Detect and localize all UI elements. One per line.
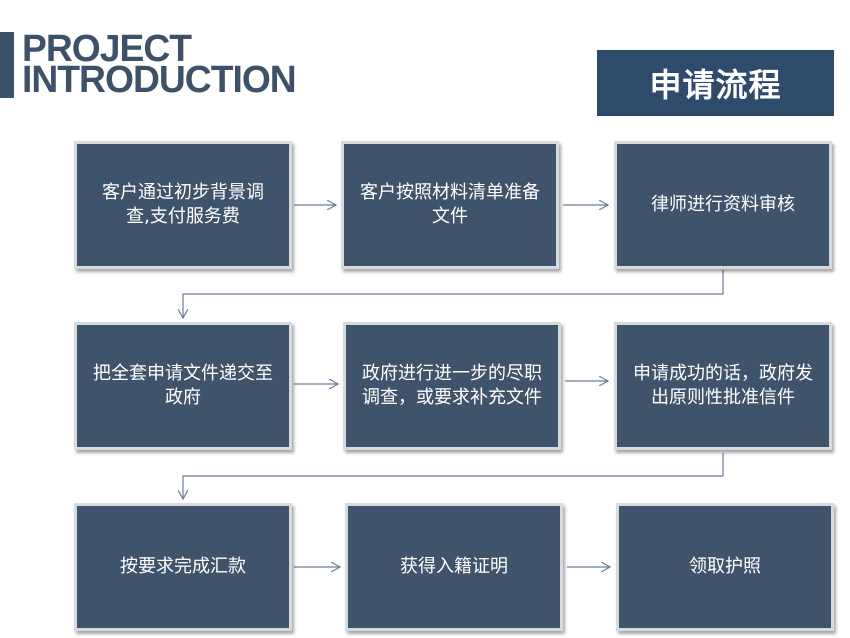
flow-step-1: 客户通过初步背景调查,支付服务费 [74,141,292,269]
page-title-line-2: INTRODUCTION [22,59,297,101]
flow-step-7: 按要求完成汇款 [74,503,292,631]
arrow-step3-to-step4 [183,270,724,318]
section-badge: 申请流程 [597,50,834,116]
flow-step-2: 客户按照材料清单准备文件 [341,141,559,269]
page-title: PROJECT INTRODUCTION [22,28,297,101]
flow-step-5: 政府进行进一步的尽职调查，或要求补充文件 [343,322,561,450]
arrow-step6-to-step7 [183,453,724,499]
flow-step-3: 律师进行资料审核 [614,141,832,269]
flow-step-6: 申请成功的话，政府发出原则性批准信件 [614,322,832,450]
title-accent-bar [0,32,14,98]
flow-step-8: 获得入籍证明 [345,503,563,631]
flow-step-4: 把全套申请文件递交至政府 [74,322,292,450]
flow-step-9: 领取护照 [616,503,834,631]
page-title-line-1: PROJECT [22,28,192,70]
